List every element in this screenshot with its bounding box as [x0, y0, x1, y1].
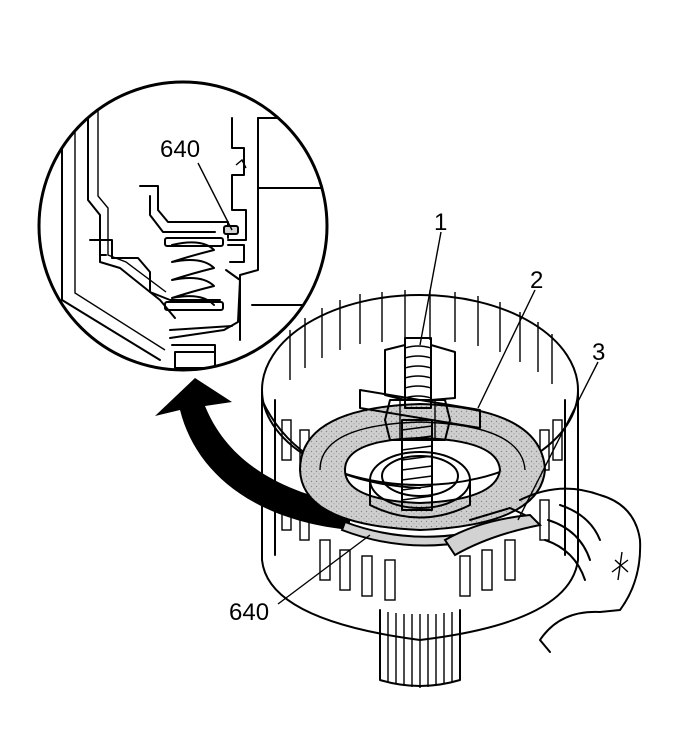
- pliers: [443, 513, 543, 557]
- callout-2: 2: [530, 267, 543, 294]
- return-spring: [164, 237, 224, 311]
- piston-plate: [298, 402, 547, 532]
- callout-1: 1: [434, 209, 447, 236]
- output-shaft: [379, 609, 461, 688]
- detail-view: 640: [37, 80, 329, 372]
- callout-640-detail: 640: [160, 136, 200, 163]
- callout-3: 3: [592, 339, 605, 366]
- callout-640-main: 640: [229, 599, 269, 626]
- clutch-drum-assembly: [261, 290, 579, 688]
- snap-ring-detail: [223, 225, 239, 235]
- hand-with-pliers: [443, 487, 642, 653]
- arrow-to-detail: [155, 378, 350, 530]
- spring-compressor-tool: [359, 337, 481, 511]
